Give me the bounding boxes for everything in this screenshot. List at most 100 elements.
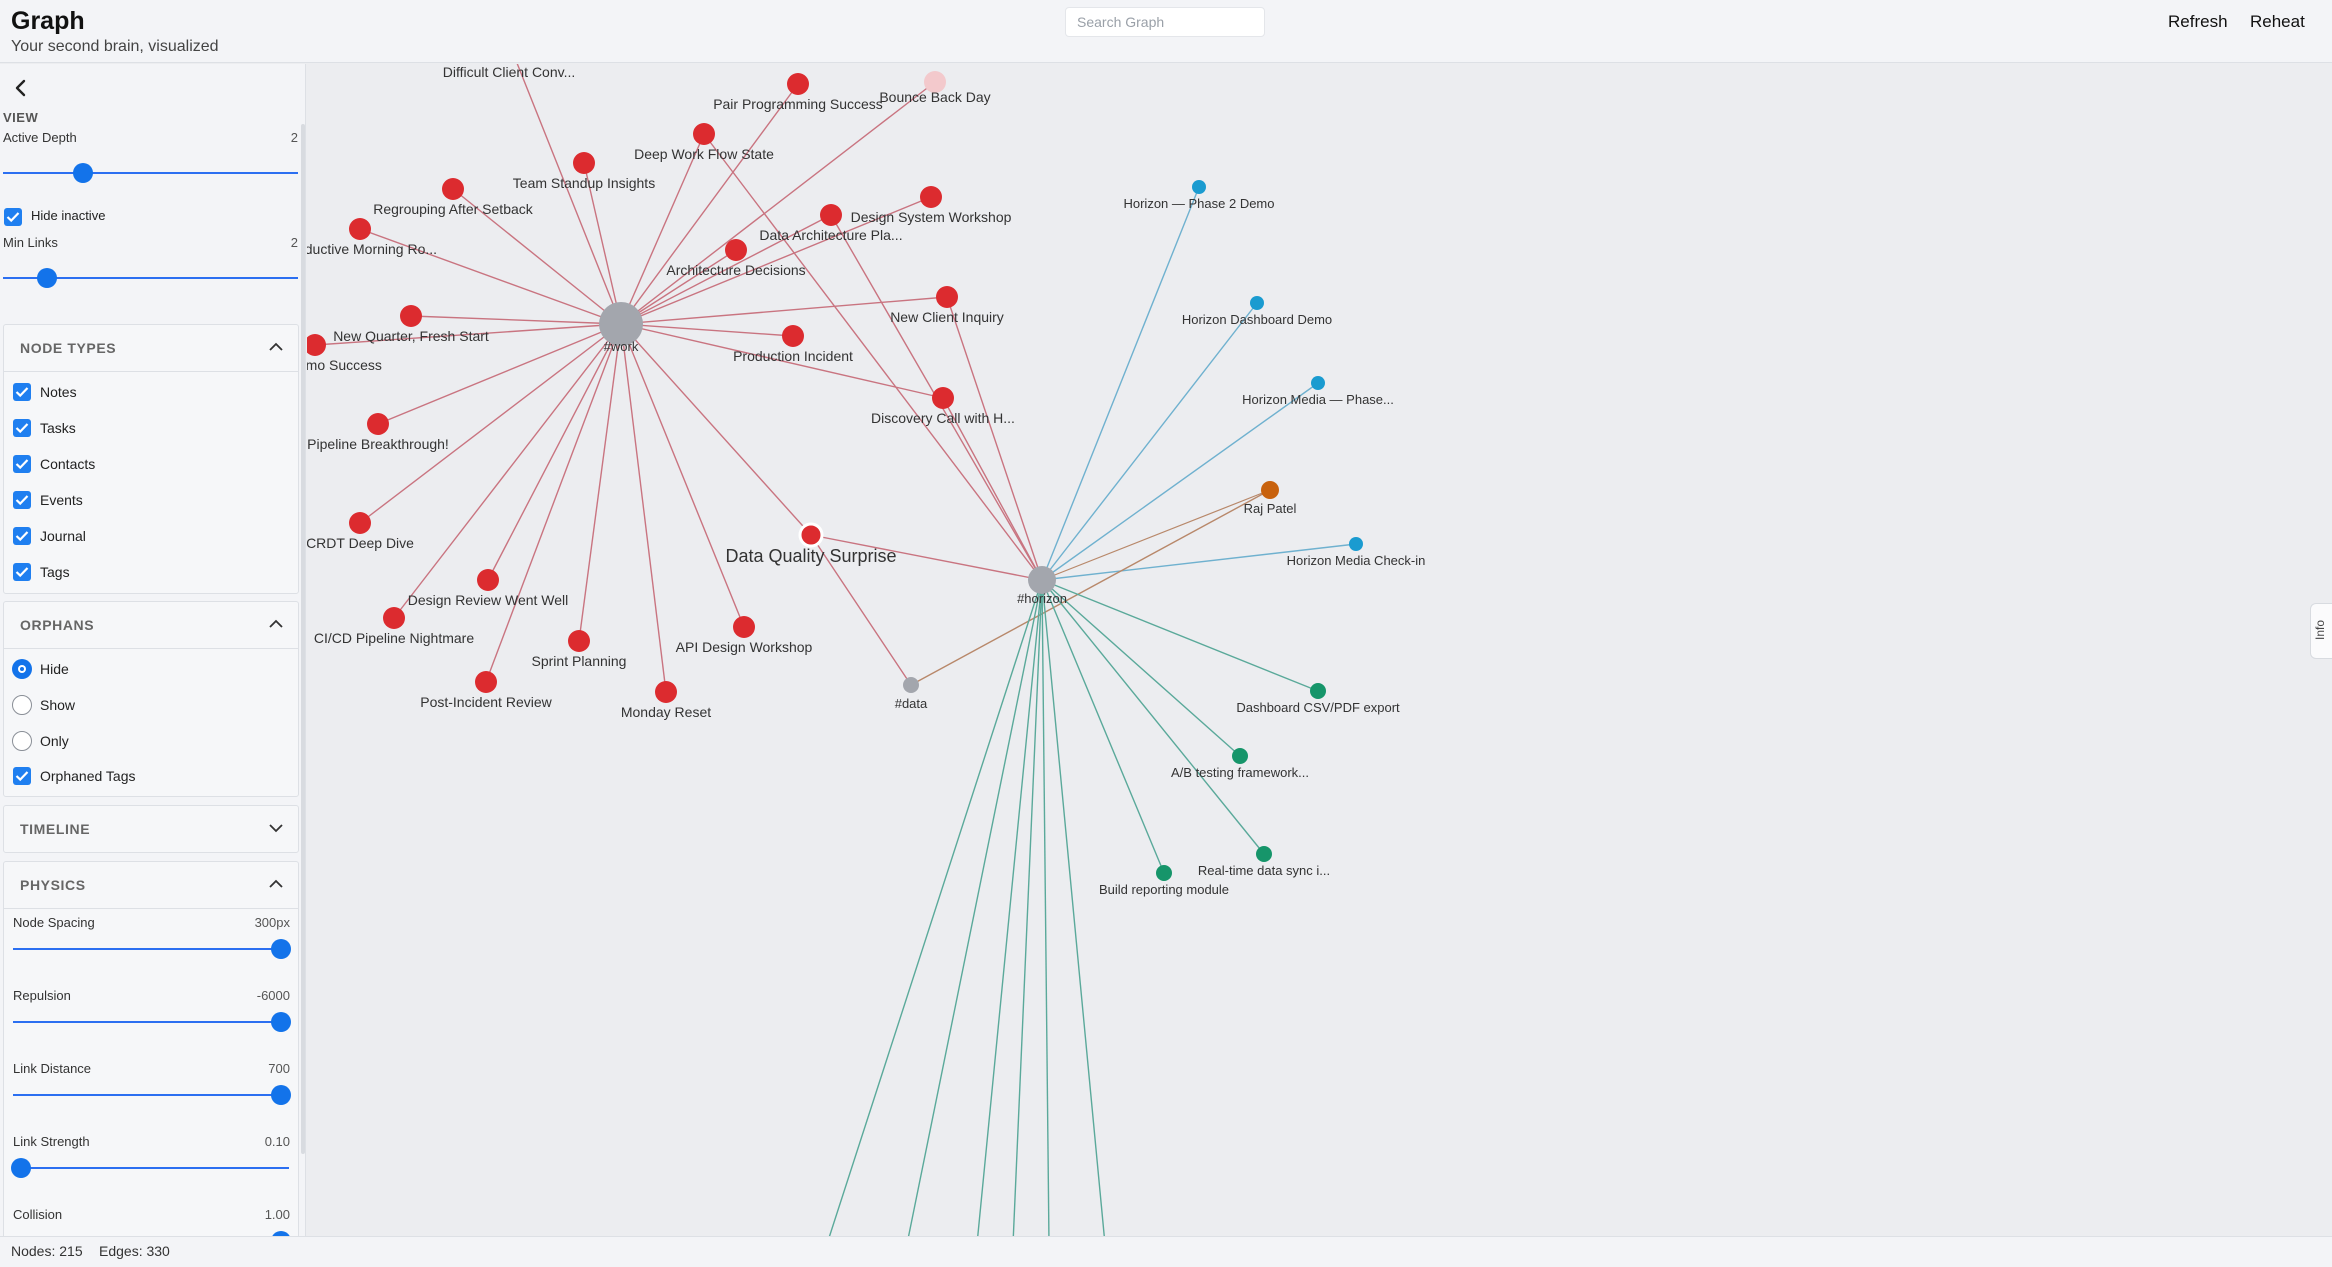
graph-node-label: Regrouping After Setback: [373, 201, 534, 217]
graph-edge: [828, 579, 1043, 1236]
node-type-checkbox-4[interactable]: [13, 527, 31, 545]
orphans-radio-2[interactable]: [12, 731, 32, 751]
graph-node-rtsync[interactable]: [1256, 846, 1272, 862]
graph-edge: [620, 296, 948, 325]
orphans-header[interactable]: ORPHANS: [4, 602, 298, 648]
node-type-checkbox-3[interactable]: [13, 491, 31, 509]
graph-node-label: Horizon Media Check-in: [1287, 553, 1426, 568]
collapse-sidebar-button[interactable]: [10, 77, 32, 99]
refresh-button[interactable]: Refresh: [2168, 9, 2228, 35]
graph-edge: [620, 323, 812, 536]
sidebar: VIEW Active Depth 2 Hide inactive Min Li…: [0, 64, 306, 1236]
physics-slider-value: 1.00: [264, 1207, 290, 1222]
physics-slider-knob[interactable]: [11, 1158, 31, 1178]
graph-edge: [942, 397, 1043, 581]
graph-node-newclient[interactable]: [936, 286, 958, 308]
node-type-checkbox-2[interactable]: [13, 455, 31, 473]
node-types-header[interactable]: NODE TYPES: [4, 325, 298, 371]
graph-node-prodinc[interactable]: [782, 325, 804, 347]
info-panel-toggle[interactable]: Info: [2310, 603, 2332, 659]
horizon-tag-node[interactable]: [1028, 566, 1056, 594]
graph-edge: [485, 323, 622, 683]
orphans-option-label: Show: [40, 697, 76, 713]
node-type-checkbox-1[interactable]: [13, 419, 31, 437]
graph-edge: [620, 323, 667, 693]
physics-slider-knob[interactable]: [271, 1012, 291, 1032]
graph-node-pair[interactable]: [787, 73, 809, 95]
graph-node-raj[interactable]: [1261, 481, 1279, 499]
node-type-checkbox-0[interactable]: [13, 383, 31, 401]
graph-node-api[interactable]: [733, 616, 755, 638]
node-type-label: Events: [40, 492, 83, 508]
graph-node-ab[interactable]: [1232, 748, 1248, 764]
sidebar-scrollbar[interactable]: [301, 124, 305, 1154]
graph-node-label: Bounce Back Day: [879, 89, 990, 105]
physics-slider-label: Node Spacing: [13, 915, 95, 930]
graph-node-dap[interactable]: [820, 204, 842, 226]
active-depth-slider-knob[interactable]: [72, 163, 93, 183]
graph-node-pipeline[interactable]: [367, 413, 389, 435]
physics-slider-knob[interactable]: [271, 1231, 291, 1236]
graph-node-data[interactable]: [903, 677, 919, 693]
graph-node-discovery[interactable]: [932, 387, 954, 409]
graph-node-monday[interactable]: [655, 681, 677, 703]
orphans-radio-1[interactable]: [12, 695, 32, 715]
chevron-up-icon: [269, 879, 283, 888]
graph-node-crdt[interactable]: [349, 512, 371, 534]
graph-edge: [377, 323, 622, 425]
physics-slider-knob[interactable]: [271, 939, 291, 959]
node-type-label: Tags: [40, 564, 70, 580]
physics-slider-label: Link Strength: [13, 1134, 90, 1149]
graph-edge: [452, 188, 622, 325]
node-type-label: Notes: [40, 384, 77, 400]
graph-node-hmc[interactable]: [1349, 537, 1363, 551]
graph-node-regroup[interactable]: [442, 178, 464, 200]
chevron-left-icon: [15, 79, 26, 97]
physics-header[interactable]: PHYSICS: [4, 862, 298, 908]
graph-node-archdec[interactable]: [725, 239, 747, 261]
graph-node-morning[interactable]: [349, 218, 371, 240]
graph-node-dqs[interactable]: [798, 522, 824, 548]
graph-node-hp2[interactable]: [1192, 180, 1206, 194]
graph-node-brm[interactable]: [1156, 865, 1172, 881]
min-links-slider-knob[interactable]: [37, 268, 58, 288]
graph-node-label: CI/CD Pipeline Nightmare: [314, 630, 474, 646]
checkmark-icon: [15, 567, 29, 578]
graph-node-newq[interactable]: [400, 305, 422, 327]
graph-edge: [810, 534, 912, 686]
graph-edge: [620, 214, 832, 325]
timeline-header[interactable]: TIMELINE: [4, 806, 298, 852]
graph-node-deep[interactable]: [693, 123, 715, 145]
graph-edge: [1012, 579, 1043, 1236]
graph-node-hmp[interactable]: [1311, 376, 1325, 390]
graph-node-bounce[interactable]: [924, 71, 946, 93]
graph-node-csv[interactable]: [1310, 683, 1326, 699]
graph-edge: [1041, 579, 1319, 692]
graph-edge: [516, 64, 622, 325]
graph-node-label: Build reporting module: [1099, 882, 1229, 897]
graph-node-label: #data: [895, 696, 928, 711]
orphans-radio-0[interactable]: [12, 659, 32, 679]
physics-slider-knob[interactable]: [271, 1085, 291, 1105]
graph-node-label: Pair Programming Success: [713, 96, 883, 112]
node-type-checkbox-5[interactable]: [13, 563, 31, 581]
orphaned-tags-checkbox[interactable]: [13, 767, 31, 785]
graph-node-postinc[interactable]: [475, 671, 497, 693]
graph-node-drww[interactable]: [477, 569, 499, 591]
graph-node-hdd[interactable]: [1250, 296, 1264, 310]
search-graph-input[interactable]: [1065, 7, 1265, 37]
graph-node-standup[interactable]: [573, 152, 595, 174]
graph-node-sprint[interactable]: [568, 630, 590, 652]
reheat-button[interactable]: Reheat: [2250, 9, 2305, 35]
work-tag-node[interactable]: [599, 302, 643, 346]
graph-node-dsw[interactable]: [920, 186, 942, 208]
graph-node-cicd[interactable]: [383, 607, 405, 629]
hide-inactive-checkbox[interactable]: [4, 208, 22, 226]
graph-edge: [620, 81, 936, 325]
orphans-option-label: Hide: [40, 661, 69, 677]
chevron-up-icon: [269, 342, 283, 351]
graph-node-clientdemo[interactable]: [307, 334, 326, 356]
